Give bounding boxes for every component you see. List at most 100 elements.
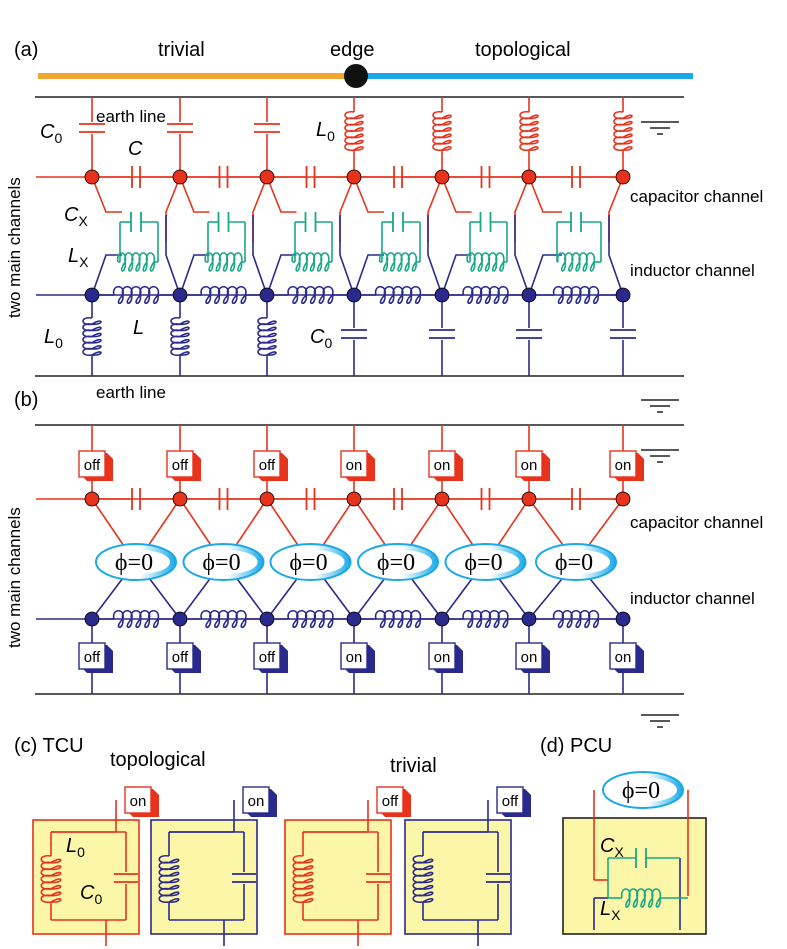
blue-link [514, 215, 530, 296]
phi-inner [284, 550, 345, 574]
topological-label: topological [475, 39, 571, 61]
blue-link [266, 573, 302, 620]
switch-label: on [130, 793, 147, 810]
red-link [339, 176, 355, 242]
blue-link [585, 573, 624, 620]
capacitor-channel-label-a: capacitor channel [630, 187, 763, 206]
panel-c-label: (c) TCU [14, 735, 84, 757]
phi-inner [110, 550, 170, 574]
red-link [353, 176, 384, 213]
inductor-node [434, 611, 450, 627]
inductor [552, 609, 600, 629]
capacitor-node [434, 491, 450, 507]
inductor [344, 111, 364, 151]
switch-label: on [248, 793, 265, 810]
capacitor-node [521, 169, 537, 185]
capacitor-node [346, 491, 362, 507]
capacitor-node [259, 169, 275, 185]
switch-label: off [84, 649, 101, 666]
blue-link [353, 573, 389, 620]
inductor-node [615, 611, 631, 627]
blue-link [407, 573, 443, 620]
top-switch [340, 450, 368, 478]
tcu-switch [124, 786, 152, 814]
blue-link [165, 215, 181, 296]
blue-link [179, 573, 215, 620]
phi-inner [550, 550, 610, 574]
inductor [200, 285, 247, 305]
blue-link [91, 573, 127, 620]
blue-link [608, 215, 624, 296]
trivial-label: trivial [158, 39, 205, 61]
red-link [494, 498, 530, 550]
tcu-box-red-topological [32, 819, 140, 935]
bottom-switch [78, 642, 106, 670]
edge-label: edge [330, 39, 375, 61]
top-switch [609, 450, 637, 478]
inductor [200, 609, 247, 629]
inductor-channel-label-a: inductor channel [630, 261, 755, 280]
red-link [232, 498, 268, 550]
switch-label: off [502, 793, 519, 810]
blue-link [339, 215, 355, 296]
capacitor-node [346, 169, 362, 185]
tcu-box-blue-trivial [404, 819, 512, 935]
inductor [462, 609, 509, 629]
inductor-node [521, 611, 537, 627]
blue-link [427, 215, 443, 296]
blue-link [266, 254, 297, 296]
blue-link [252, 215, 268, 296]
inductor-node [434, 287, 450, 303]
inductor [374, 609, 422, 629]
blue-link [441, 254, 472, 296]
red-link [608, 176, 624, 242]
blue-link [528, 254, 562, 296]
blue-link [353, 254, 384, 296]
phi-inner [197, 550, 258, 574]
capacitor-channel-label-b: capacitor channel [630, 513, 763, 532]
phi-label: ϕ=0 [115, 550, 153, 576]
pcu-box [562, 817, 707, 935]
red-link [427, 176, 443, 242]
blue-link [179, 254, 210, 296]
capacitor-node [84, 169, 100, 185]
phi-label: ϕ=0 [377, 550, 415, 576]
switch-label: off [382, 793, 399, 810]
earth-line-bottom-label: earth line [96, 383, 166, 402]
inductor [204, 252, 243, 272]
bottom-switch [253, 642, 281, 670]
red-link [441, 176, 472, 213]
capacitor-node [172, 169, 188, 185]
inductor [552, 285, 600, 305]
inductor-node [84, 287, 100, 303]
c0-top-label: C0 [40, 121, 62, 146]
tcu-l0-label: L0 [66, 835, 85, 860]
side-label-b: two main channels [5, 507, 24, 648]
inductor [556, 252, 596, 272]
panel-d-circuit: ϕ=0 [562, 771, 707, 935]
phi-label: ϕ=0 [289, 550, 327, 576]
inductor [432, 111, 452, 151]
red-link [407, 498, 443, 550]
inductor-node [259, 611, 275, 627]
l0-bottom-label: L0 [44, 326, 63, 351]
switch-label: off [259, 649, 276, 666]
blue-link [494, 573, 530, 620]
capacitor-node [615, 491, 631, 507]
switch-label: off [84, 457, 101, 474]
red-link [528, 498, 567, 550]
inductor [374, 285, 422, 305]
inductor-node [172, 611, 188, 627]
red-link [266, 176, 297, 213]
inductor-node [84, 611, 100, 627]
panel-a-label: (a) [14, 39, 38, 61]
inductor-node [521, 287, 537, 303]
l0-top-label: L0 [316, 119, 335, 144]
inductor [116, 252, 156, 272]
red-link [252, 176, 268, 242]
red-link [528, 176, 562, 213]
bottom-switch [515, 642, 543, 670]
inductor [466, 252, 505, 272]
tcu-box-red-trivial [284, 819, 392, 935]
